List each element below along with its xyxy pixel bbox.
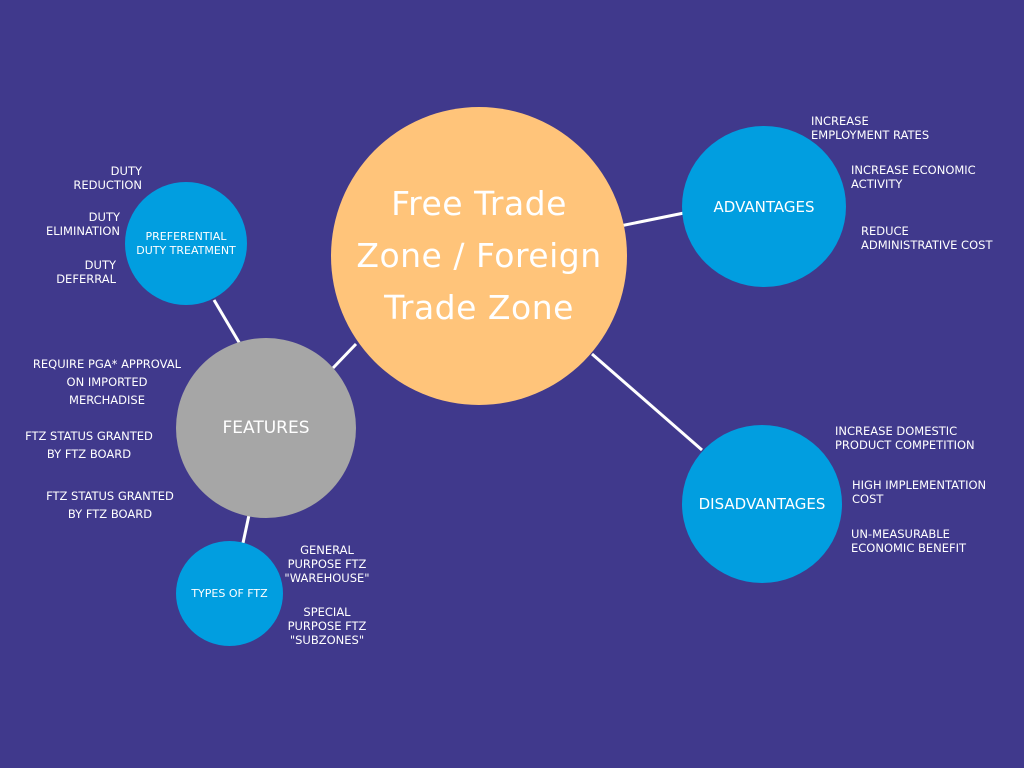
connector-center-features — [331, 342, 358, 370]
preferential-duty-treatment-node: PREFERENTIAL DUTY TREATMENT — [125, 182, 247, 305]
advantages-node: ADVANTAGES — [682, 126, 846, 287]
connector-center-advantages — [619, 211, 685, 228]
types-of-ftz-node: TYPES OF FTZ — [176, 541, 283, 646]
preferential-label-duty-elimination: DUTY ELIMINATION — [45, 210, 120, 238]
disadvantages-node: DISADVANTAGES — [682, 425, 842, 583]
center-node-title: Free Trade Zone / Foreign Trade Zone — [356, 184, 602, 327]
features-node: FEATURES — [176, 338, 356, 518]
preferential-label-duty-reduction: DUTY REDUCTION — [73, 164, 142, 192]
disadvantage-label-domestic-competition: INCREASE DOMESTIC PRODUCT COMPETITION — [835, 424, 975, 452]
disadvantage-label-economic-benefit: UN-MEASURABLE ECONOMIC BENEFIT — [851, 527, 967, 555]
features-node-label: FEATURES — [222, 418, 310, 438]
connector-center-disadvantages — [591, 352, 703, 452]
preferential-node-label: PREFERENTIAL DUTY TREATMENT — [136, 229, 236, 257]
advantage-label-economic-activity: INCREASE ECONOMIC ACTIVITY — [851, 163, 976, 191]
advantages-node-label: ADVANTAGES — [713, 197, 815, 216]
type-label-special-purpose: SPECIAL PURPOSE FTZ "SUBZONES" — [287, 605, 367, 647]
types-node-label: TYPES OF FTZ — [191, 587, 268, 600]
advantage-label-administrative-cost: REDUCE ADMINISTRATIVE COST — [861, 224, 993, 252]
connector-features-preferential — [212, 299, 242, 345]
advantage-label-employment: INCREASE EMPLOYMENT RATES — [811, 114, 930, 142]
center-node-free-trade-zone: Free Trade Zone / Foreign Trade Zone — [331, 107, 627, 405]
type-label-general-purpose: GENERAL PURPOSE FTZ "WAREHOUSE" — [284, 543, 370, 585]
preferential-label-duty-deferral: DUTY DEFERRAL — [56, 258, 116, 286]
disadvantages-node-label: DISADVANTAGES — [698, 495, 826, 513]
connector-features-types — [241, 514, 251, 544]
feature-label-pga-approval: REQUIRE PGA* APPROVAL ON IMPORTED MERCHA… — [32, 357, 182, 407]
feature-label-ftz-status-2: FTZ STATUS GRANTED BY FTZ BOARD — [46, 489, 174, 521]
disadvantage-label-implementation-cost: HIGH IMPLEMENTATION COST — [852, 478, 987, 506]
feature-label-ftz-status-1: FTZ STATUS GRANTED BY FTZ BOARD — [25, 429, 153, 461]
